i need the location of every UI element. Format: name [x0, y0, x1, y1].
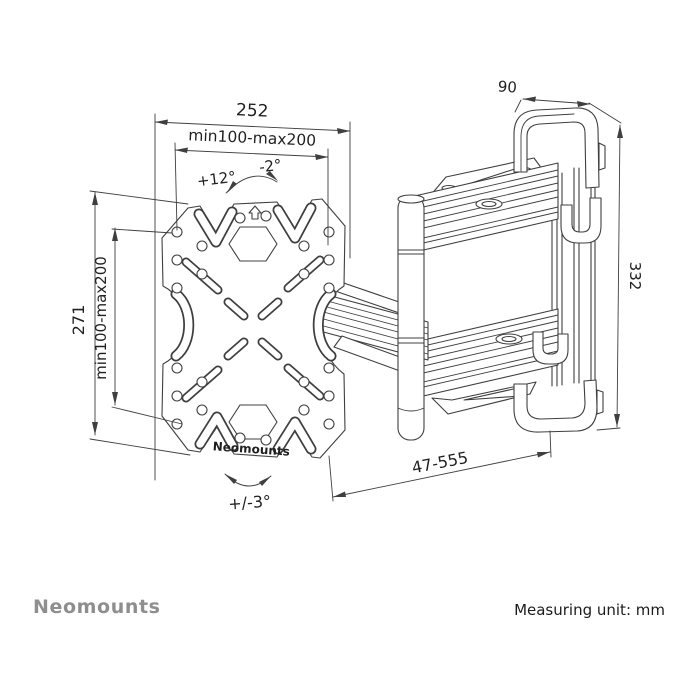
dimension-lines: [95, 99, 620, 497]
plate-side-slots: [176, 294, 331, 356]
tilt-down-angle-label: -2°: [258, 156, 282, 177]
plate-corner-slots: [199, 208, 311, 449]
pivot-hinge-cylinder: [398, 195, 424, 440]
up-arrow-icon: [249, 206, 261, 219]
vesa-width-dimension-label: min100-max200: [188, 126, 316, 150]
vesa-plate: Neomounts: [162, 199, 345, 459]
plate-height-dimension-label: 271: [69, 305, 88, 336]
articulating-arm: [316, 108, 605, 440]
extension-lines: [90, 100, 621, 501]
vesa-height-dimension-label: min100-max200: [92, 256, 110, 380]
tilt-rotation-arc: [226, 171, 278, 193]
bottom-tilt-bracket: [432, 382, 536, 414]
wall-bracket-top-cap: [476, 108, 605, 243]
tilt-up-angle-label: +12°: [196, 168, 237, 191]
swivel-rotation-arc: [225, 474, 271, 486]
brand-logo: Neomounts: [33, 596, 161, 618]
plate-width-dimension-label: 252: [236, 100, 269, 121]
dimension-arrowheads: [92, 96, 623, 497]
wall-bracket-bottom-cap: [496, 332, 603, 432]
bracket-depth-dimension-label: 90: [497, 77, 517, 96]
swivel-angle-label: +/-3°: [228, 492, 272, 514]
bracket-height-dimension-label: 332: [626, 262, 644, 291]
measuring-unit-note: Measuring unit: mm: [514, 601, 665, 619]
extension-range-dimension-label: 47-555: [410, 448, 469, 477]
plate-brand-text: Neomounts: [212, 439, 290, 458]
